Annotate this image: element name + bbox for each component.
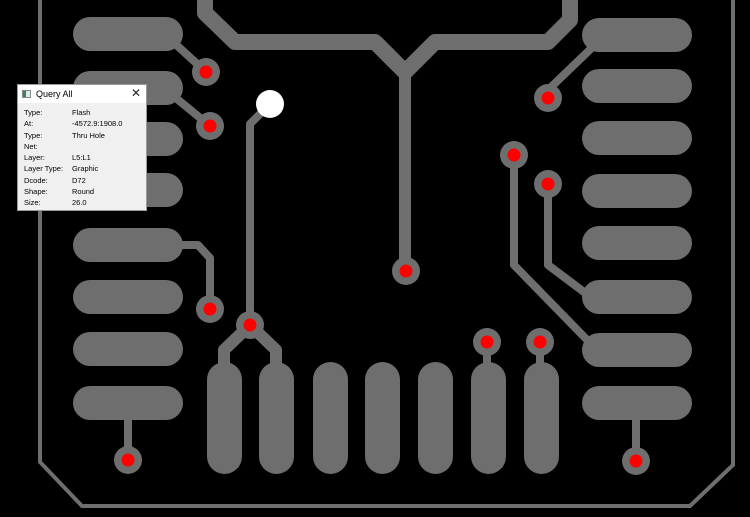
property-row: Size: 26.0 (24, 197, 146, 208)
dialog-titlebar[interactable]: Query All ✕ (18, 85, 146, 103)
property-value: 26.0 (72, 198, 87, 208)
via[interactable] (526, 328, 554, 356)
right-pad-column (582, 18, 692, 420)
close-icon[interactable]: ✕ (130, 86, 141, 100)
via[interactable] (392, 257, 420, 285)
property-value: Round (72, 187, 95, 197)
selected-flash[interactable] (256, 90, 284, 118)
property-row: Shape: Round (24, 186, 146, 197)
property-key: At: (24, 119, 34, 129)
query-all-dialog[interactable]: Query All ✕ Type: Flash At: -4572.9:1908.0… (17, 84, 147, 211)
property-key: Type: (24, 130, 43, 140)
property-value: L5:L1 (72, 153, 91, 163)
property-row: Dcode: D72 (24, 175, 146, 186)
bottom-pad-row (207, 362, 559, 474)
property-value: Flash (72, 108, 91, 117)
property-key: Dcode: (24, 175, 48, 185)
via[interactable] (236, 311, 264, 339)
via[interactable] (196, 295, 224, 323)
board-outline (38, 0, 735, 508)
via[interactable] (534, 170, 562, 198)
property-key: Type: (24, 108, 43, 117)
property-row: Type: Flash (24, 107, 146, 118)
vias (114, 58, 650, 475)
property-row: Type: Thru Hole (24, 130, 146, 141)
via[interactable] (500, 141, 528, 169)
property-row: At: -4572.9:1908.0 (24, 118, 146, 129)
property-key: Size: (24, 198, 41, 208)
query-properties: Type: Flash At: -4572.9:1908.0 Type: Thru H… (18, 103, 146, 209)
property-key: Layer Type: (24, 164, 64, 174)
via[interactable] (534, 84, 562, 112)
property-key: Layer: (24, 153, 45, 163)
via[interactable] (622, 447, 650, 475)
property-row: Layer Type: Graphic (24, 163, 146, 174)
property-value: Thru Hole (72, 130, 105, 140)
property-row: Layer: L5:L1 (24, 152, 146, 163)
via[interactable] (473, 328, 501, 356)
property-value: -4572.9:1908.0 (72, 119, 123, 129)
property-key: Shape: (24, 187, 48, 197)
property-row: Net: (24, 141, 146, 152)
property-key: Net: (24, 141, 38, 151)
dialog-title: Query All (36, 89, 73, 99)
via[interactable] (114, 446, 142, 474)
app-icon (22, 90, 31, 98)
property-value: D72 (72, 175, 86, 185)
via[interactable] (196, 112, 224, 140)
via[interactable] (192, 58, 220, 86)
left-pad-column (73, 17, 183, 420)
property-value: Graphic (72, 164, 99, 174)
